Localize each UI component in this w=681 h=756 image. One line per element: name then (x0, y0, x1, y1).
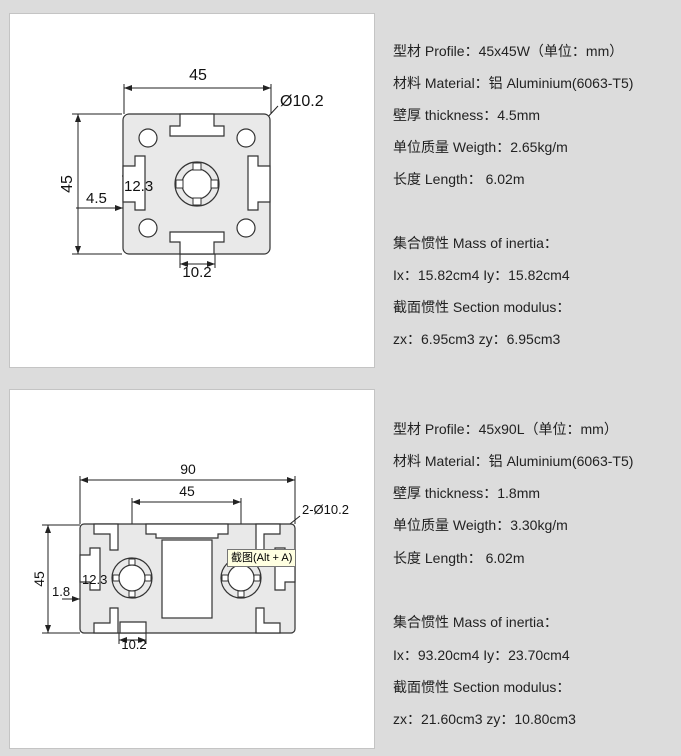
spec-modulus-title: 截面惯性 Section modulus： (393, 299, 571, 315)
profile-drawing-panel-2: 90 45 45 2-Ø10.2 12.3 1.8 10.2 (9, 389, 375, 749)
wall-dim-label: 1.8 (52, 584, 70, 599)
spec-inertia-values: Ix：93.20cm4 Iy：23.70cm4 (393, 647, 570, 663)
spec-inertia-values: Ix：15.82cm4 Iy：15.82cm4 (393, 267, 570, 283)
spec-material: 材料 Material：铝 Aluminium(6063-T5) (393, 453, 634, 469)
profile-45x90-drawing: 90 45 45 2-Ø10.2 12.3 1.8 10.2 (31, 461, 349, 652)
center-dim-label: 45 (179, 483, 195, 499)
spec-material: 材料 Material：铝 Aluminium(6063-T5) (393, 75, 634, 91)
spec-inertia-title: 集合惯性 Mass of inertia： (393, 614, 558, 630)
spec-profile: 型材 Profile：45x45W（单位：mm） (393, 43, 624, 59)
hole-dim-label: 2-Ø10.2 (302, 502, 349, 517)
spec-length: 长度 Length： 6.02m (393, 171, 525, 187)
wall-dim-label: 4.5 (86, 190, 107, 207)
screenshot-tooltip: 截图(Alt + A) (227, 549, 297, 567)
spec-modulus-values: zx：6.95cm3 zy：6.95cm3 (393, 331, 561, 347)
profile-drawing-panel-1: 45 45 Ø10.2 12.3 4.5 10.2 (9, 13, 375, 368)
slot-dim-label: 10.2 (121, 637, 146, 652)
spec-weight: 单位质量 Weigth：2.65kg/m (393, 139, 568, 155)
spec-modulus-title: 截面惯性 Section modulus： (393, 679, 571, 695)
width-dim-label: 45 (189, 67, 207, 84)
height-dim-label: 45 (31, 571, 47, 587)
profile-45x45-drawing: 45 45 Ø10.2 12.3 4.5 10.2 (59, 67, 324, 281)
spec-modulus-values: zx：21.60cm3 zy：10.80cm3 (393, 711, 576, 727)
spec-profile: 型材 Profile：45x90L（单位：mm） (393, 421, 618, 437)
inner-dim-label: 12.3 (124, 178, 153, 195)
width-dim-label: 90 (180, 461, 196, 477)
inner-dim-label: 12.3 (82, 572, 107, 587)
spec-thickness: 壁厚 thickness：1.8mm (393, 485, 541, 501)
spec-inertia-title: 集合惯性 Mass of inertia： (393, 235, 558, 251)
height-dim-label: 45 (59, 175, 76, 193)
hole-dim-label: Ø10.2 (280, 93, 324, 110)
spec-length: 长度 Length： 6.02m (393, 550, 525, 566)
spec-thickness: 壁厚 thickness：4.5mm (393, 107, 541, 123)
slot-dim-label: 10.2 (182, 264, 211, 281)
spec-weight: 单位质量 Weigth：3.30kg/m (393, 517, 568, 533)
